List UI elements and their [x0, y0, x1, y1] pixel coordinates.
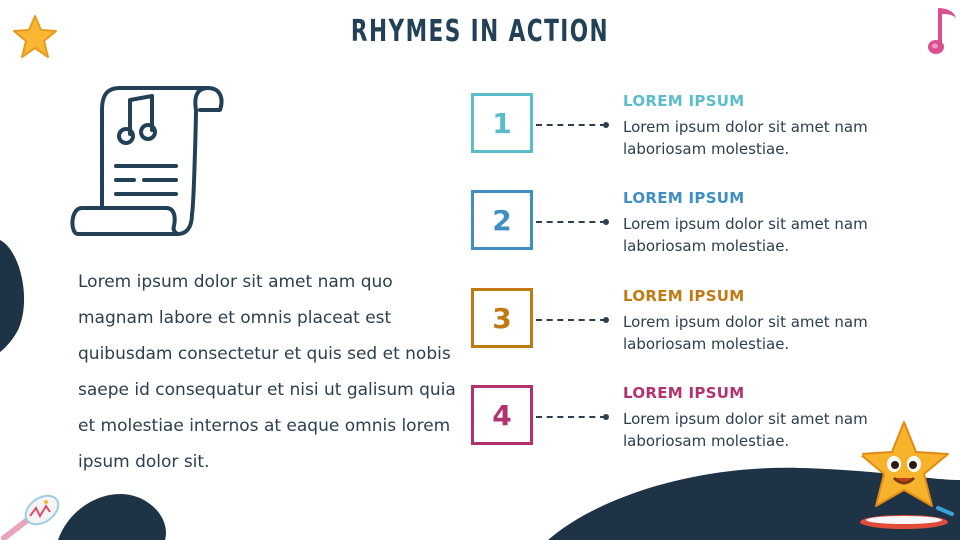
number-box-2: 2 [471, 190, 533, 250]
number-box-3: 3 [471, 288, 533, 348]
item-heading: LOREM IPSUM [623, 189, 745, 207]
item-number: 4 [492, 398, 512, 432]
connector-line [536, 319, 606, 321]
item-heading: LOREM IPSUM [623, 287, 745, 305]
left-blob [0, 240, 25, 352]
bottom-right-blob [548, 467, 960, 540]
connector-dot [603, 219, 609, 225]
item-number: 2 [492, 203, 512, 237]
star-icon [13, 15, 57, 58]
item-heading: LOREM IPSUM [623, 92, 745, 110]
item-description: Lorem ipsum dolor sit amet nam laboriosa… [623, 215, 868, 255]
item-description: Lorem ipsum dolor sit amet nam laboriosa… [623, 118, 868, 158]
maraca-icon [1, 494, 60, 540]
item-description: Lorem ipsum dolor sit amet nam laboriosa… [623, 410, 868, 450]
connector-line [536, 124, 606, 126]
page-title: RHYMES IN ACTION [350, 14, 610, 49]
item-heading: LOREM IPSUM [623, 384, 745, 402]
item-number: 3 [492, 301, 512, 335]
star-character-icon [846, 421, 954, 529]
connector-dot [603, 122, 609, 128]
connector-line [536, 221, 606, 223]
item-description: Lorem ipsum dolor sit amet nam laboriosa… [623, 313, 868, 353]
music-sheet-icon [70, 86, 224, 236]
number-box-1: 1 [471, 93, 533, 153]
connector-dot [603, 317, 609, 323]
bottom-left-blob [58, 494, 166, 540]
connector-dot [603, 414, 609, 420]
intro-paragraph: Lorem ipsum dolor sit amet nam quo magna… [78, 272, 456, 472]
music-note-icon [928, 8, 956, 54]
item-number: 1 [492, 106, 512, 140]
number-box-4: 4 [471, 385, 533, 445]
connector-line [536, 416, 606, 418]
